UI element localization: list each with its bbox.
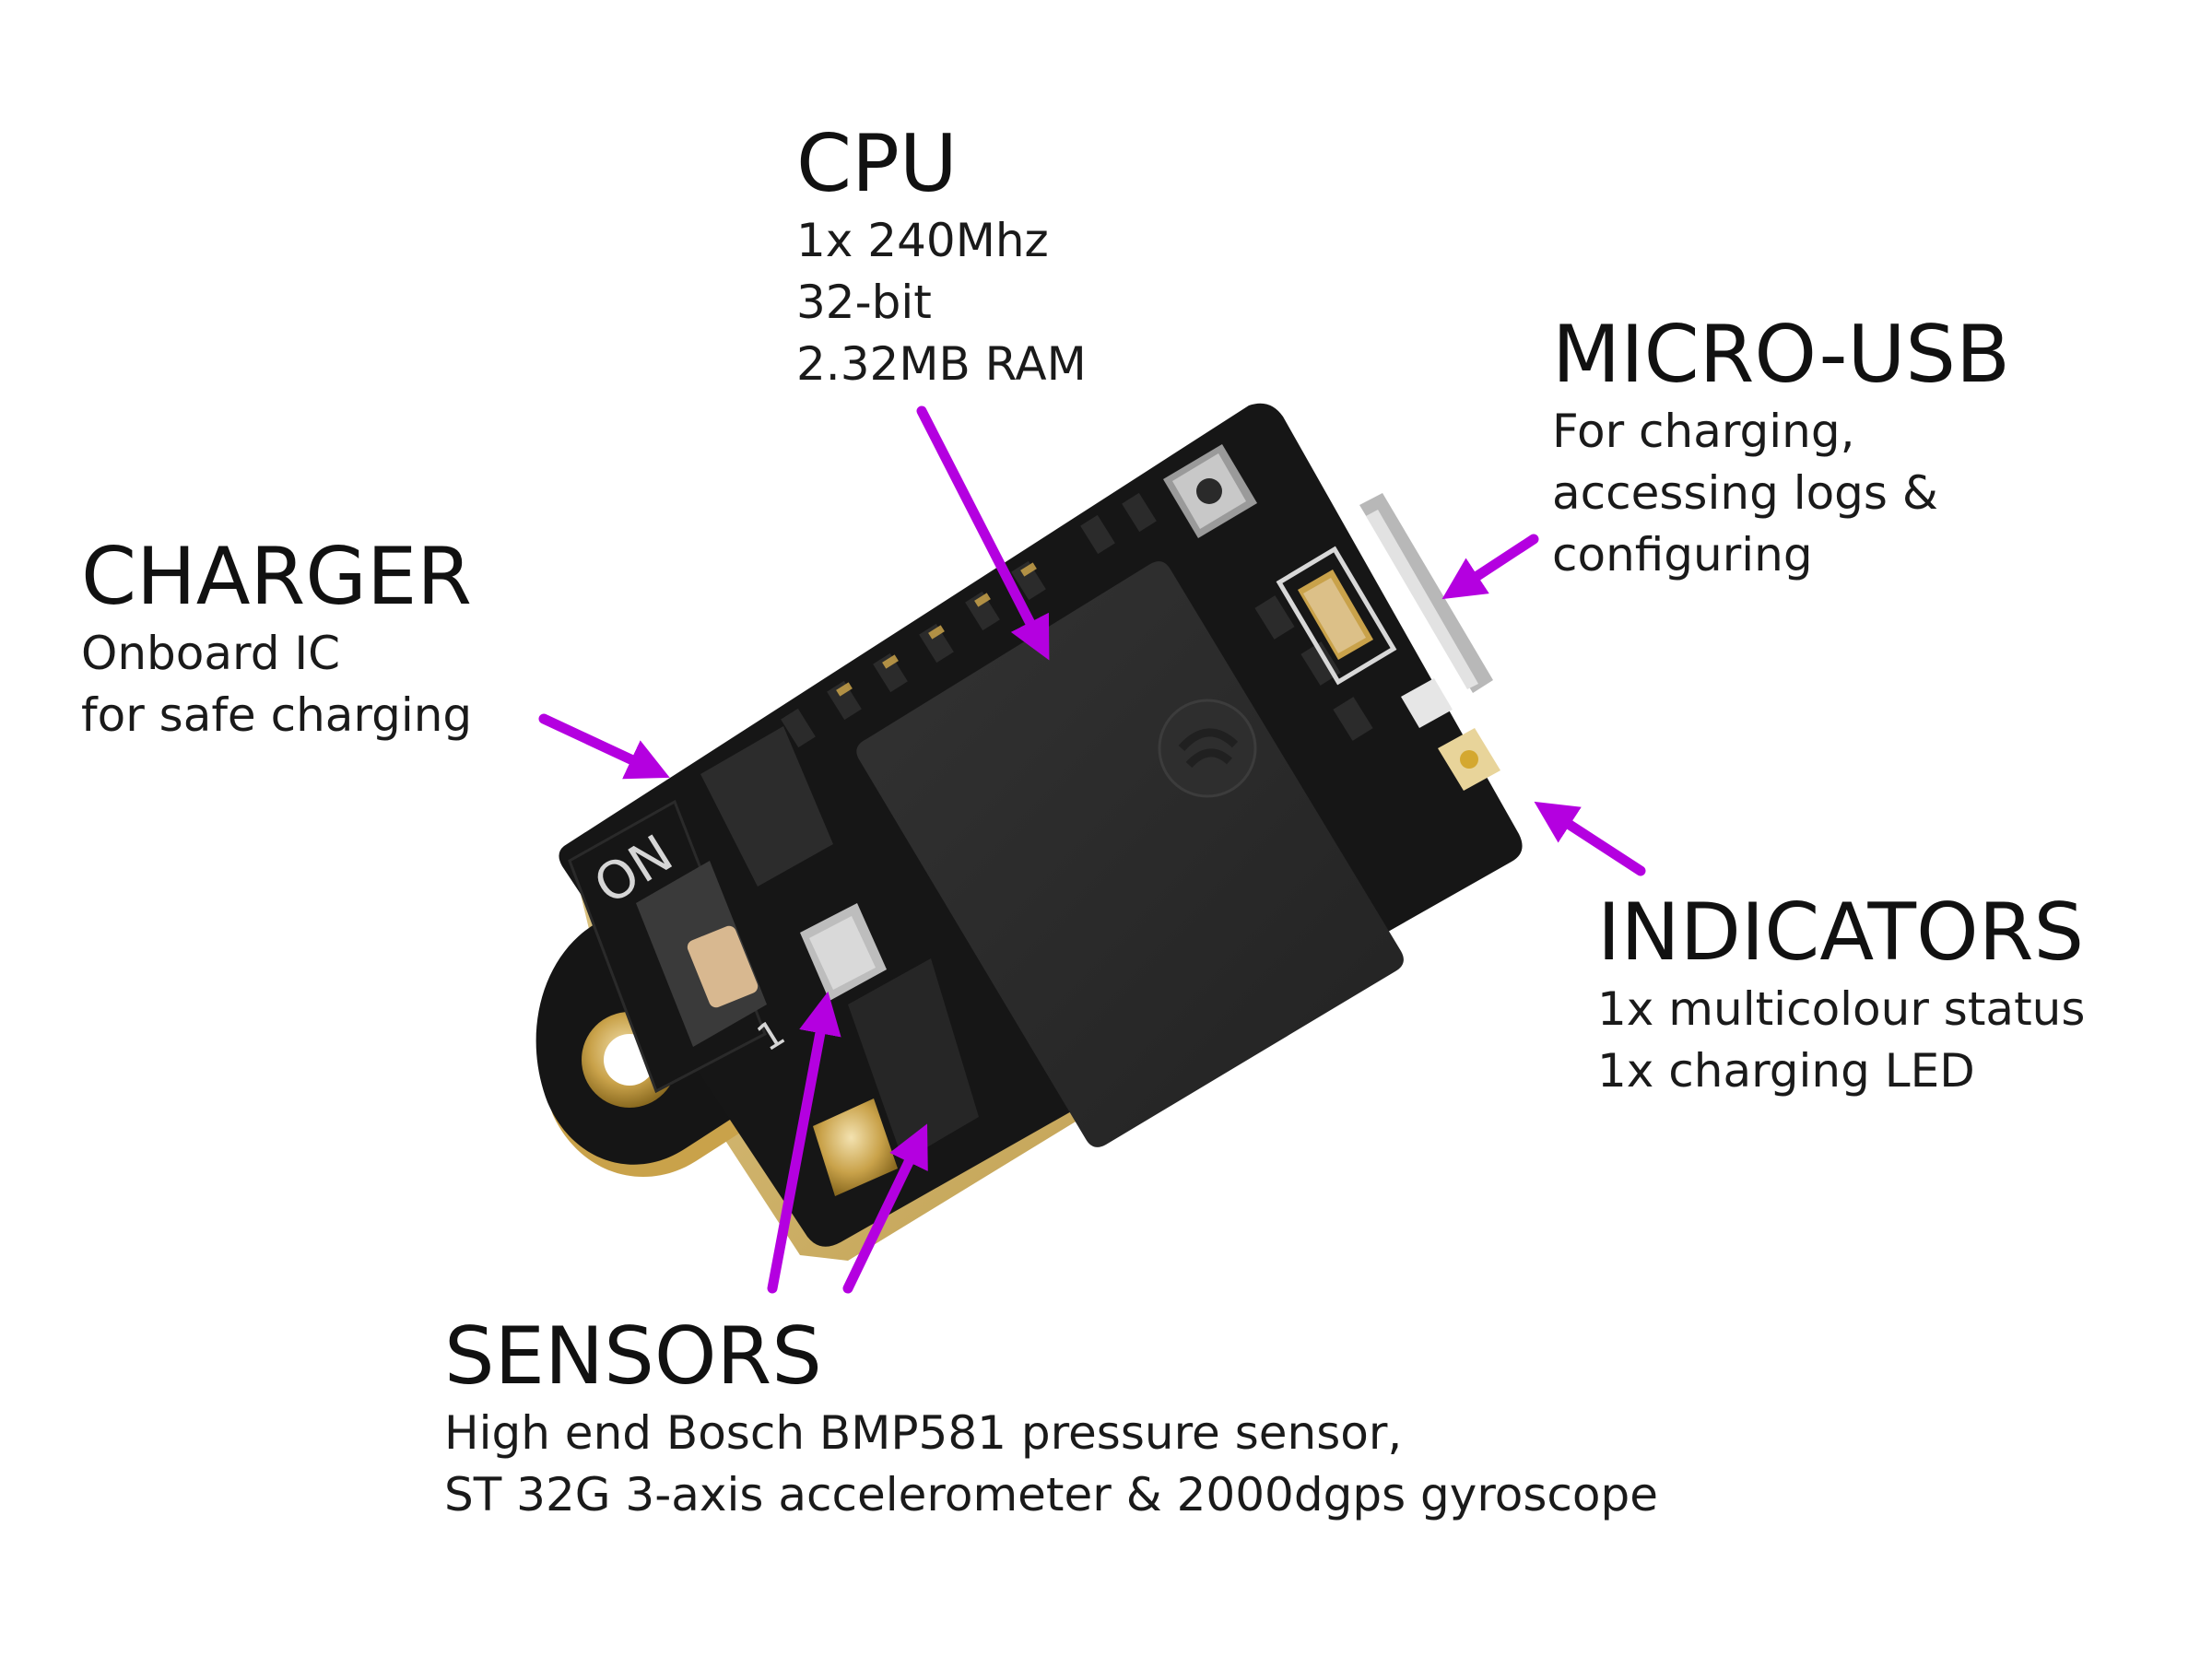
cpu-spec-clock: 1x 240Mhz xyxy=(796,214,1049,267)
sensors-line-1: High end Bosch BMP581 pressure sensor, xyxy=(444,1406,1403,1460)
pressure-sensor xyxy=(800,903,887,1001)
arrow-indicators xyxy=(1534,801,1646,876)
indicators-callout: INDICATORS 1x multicolour status 1x char… xyxy=(1597,887,2085,1102)
cpu-title: CPU xyxy=(796,118,958,210)
sensors-line-2: ST 32G 3-axis accelerometer & 2000dgps g… xyxy=(444,1468,1659,1521)
micro-usb-line-1: For charging, xyxy=(1552,405,1855,458)
charger-callout: CHARGER Onboard IC for safe charging xyxy=(81,531,472,746)
arrow-sensors-imu xyxy=(842,1123,928,1294)
callout-arrows xyxy=(538,405,1646,1294)
cpu-spec-ram: 2.32MB RAM xyxy=(796,337,1087,391)
imu-chip xyxy=(848,958,979,1161)
sensors-title: SENSORS xyxy=(444,1310,822,1403)
cpu-spec-bits: 32-bit xyxy=(796,276,932,329)
charger-line-1: Onboard IC xyxy=(81,627,340,680)
power-switch xyxy=(568,799,767,1094)
indicators-line-1: 1x multicolour status xyxy=(1597,982,2086,1036)
sensors-callout: SENSORS High end Bosch BMP581 pressure s… xyxy=(444,1310,1658,1526)
charging-led xyxy=(1401,678,1453,728)
gold-pad xyxy=(813,1098,898,1196)
micro-usb-line-3: configuring xyxy=(1552,528,1813,581)
chip-logo xyxy=(1158,699,1257,798)
arrow-cpu xyxy=(916,405,1050,661)
arrow-charger xyxy=(538,713,670,780)
crystal-component xyxy=(1276,546,1397,686)
micro-usb-line-2: accessing logs & xyxy=(1552,466,1938,520)
arrow-micro-usb xyxy=(1441,534,1539,600)
micro-usb-title: MICRO-USB xyxy=(1552,309,2011,401)
smd-components xyxy=(781,492,1373,748)
cpu-callout: CPU 1x 240Mhz 32-bit 2.32MB RAM xyxy=(796,118,1087,395)
charger-line-2: for safe charging xyxy=(81,688,473,742)
indicators-line-2: 1x charging LED xyxy=(1597,1044,1975,1098)
status-led xyxy=(1438,728,1500,791)
charger-title: CHARGER xyxy=(81,531,473,623)
switch-slider xyxy=(687,925,759,1008)
reset-button xyxy=(1163,444,1257,538)
charger-ic xyxy=(700,726,833,887)
micro-usb-callout: MICRO-USB For charging, accessing logs &… xyxy=(1552,309,2010,586)
cpu-chip xyxy=(856,561,1404,1147)
arrow-sensors-pressure xyxy=(767,991,841,1294)
indicators-title: INDICATORS xyxy=(1597,887,2085,979)
